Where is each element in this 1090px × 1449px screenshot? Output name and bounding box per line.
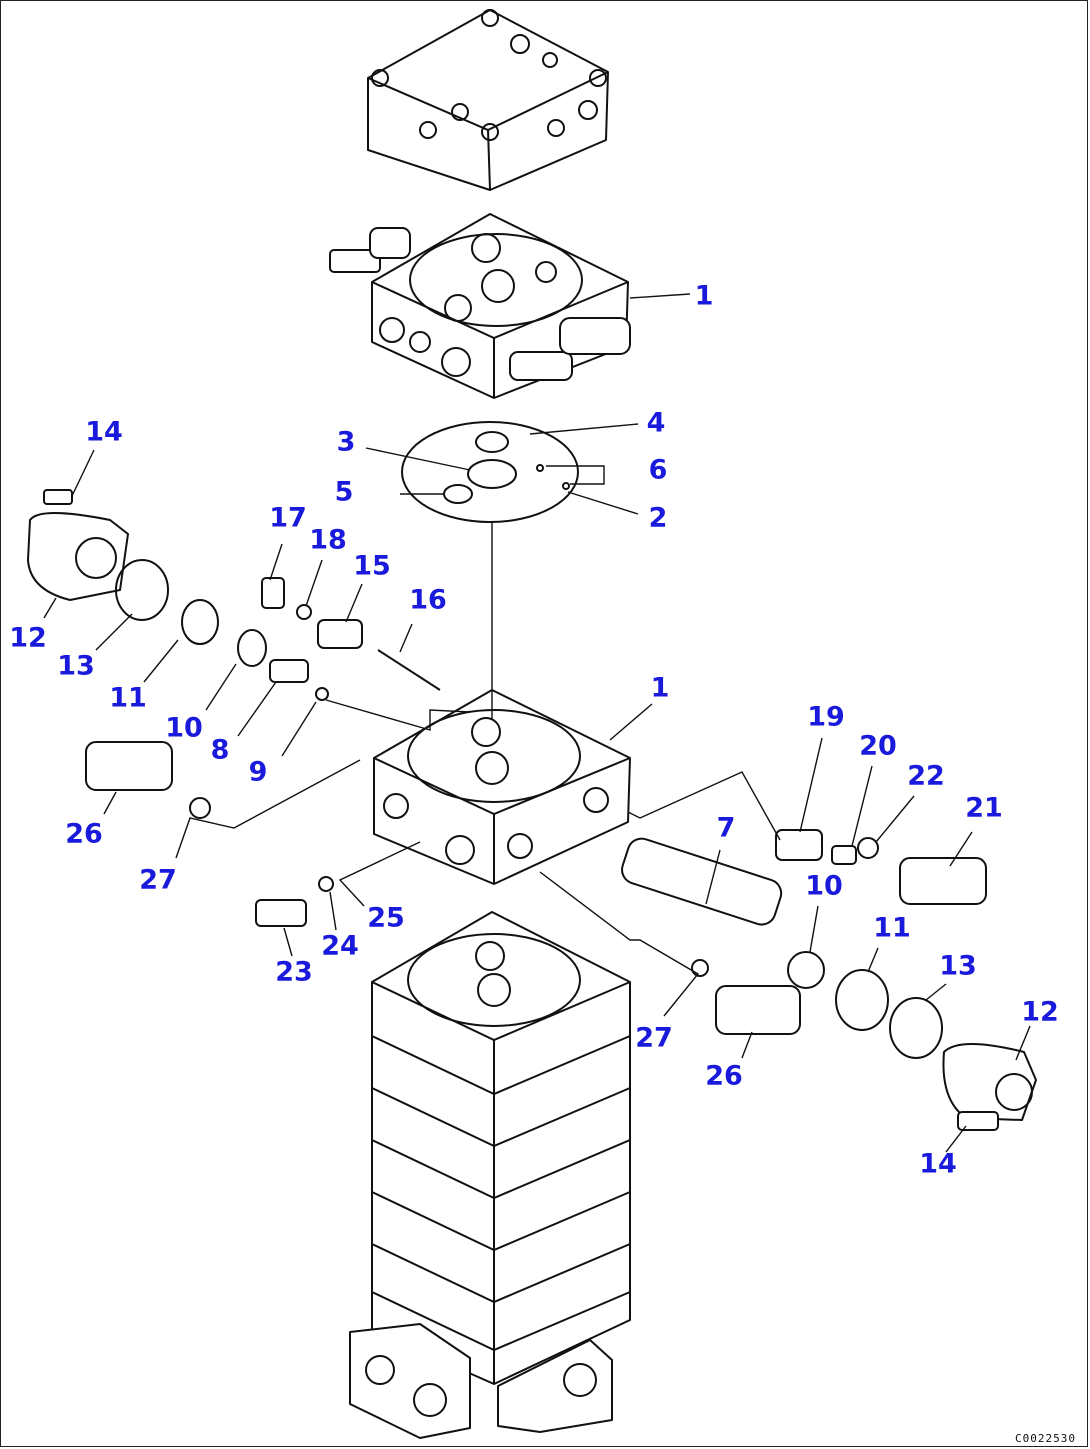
- callout-26-left: 26: [65, 818, 103, 850]
- callout-1-upper: 1: [694, 280, 714, 312]
- callout-21: 21: [965, 792, 1003, 824]
- callout-27-right: 27: [635, 1022, 673, 1054]
- callout-11-left: 11: [109, 682, 147, 714]
- callout-14-left: 14: [85, 416, 123, 448]
- valve-section-upper: [329, 213, 631, 399]
- callout-14-right: 14: [919, 1148, 957, 1180]
- right-parts: [255, 829, 1037, 1131]
- callout-12-right: 12: [1021, 996, 1059, 1028]
- callout-24: 24: [321, 930, 359, 962]
- callout-19: 19: [807, 701, 845, 733]
- callout-2: 2: [648, 502, 668, 534]
- callout-7: 7: [716, 812, 736, 844]
- figure-code: C0022530: [1015, 1432, 1076, 1445]
- callout-18: 18: [309, 524, 347, 556]
- valve-stack-lower: [349, 911, 631, 1439]
- callout-11-right: 11: [873, 912, 911, 944]
- callout-15: 15: [353, 550, 391, 582]
- callout-26-right: 26: [705, 1060, 743, 1092]
- leader-lines: [43, 293, 1031, 1153]
- callout-3: 3: [336, 426, 356, 458]
- callout-8: 8: [210, 734, 230, 766]
- callout-4: 4: [646, 407, 666, 439]
- callout-9: 9: [248, 756, 268, 788]
- callout-25: 25: [367, 902, 405, 934]
- callout-22: 22: [907, 760, 945, 792]
- callout-12-left: 12: [9, 622, 47, 654]
- callout-10-right: 10: [805, 870, 843, 902]
- callout-17: 17: [269, 502, 307, 534]
- top-cover: [367, 9, 609, 191]
- callout-13-left: 13: [57, 650, 95, 682]
- callout-23: 23: [275, 956, 313, 988]
- callout-10-left: 10: [165, 712, 203, 744]
- left-parts: [27, 489, 441, 819]
- callout-5: 5: [334, 476, 354, 508]
- callout-13-right: 13: [939, 950, 977, 982]
- valve-section-middle: [373, 689, 631, 885]
- callout-6: 6: [648, 454, 668, 486]
- callout-27-left: 27: [139, 864, 177, 896]
- gasket-plate: [401, 421, 579, 523]
- callout-1-middle: 1: [650, 672, 670, 704]
- callout-16: 16: [409, 584, 447, 616]
- callout-20: 20: [859, 730, 897, 762]
